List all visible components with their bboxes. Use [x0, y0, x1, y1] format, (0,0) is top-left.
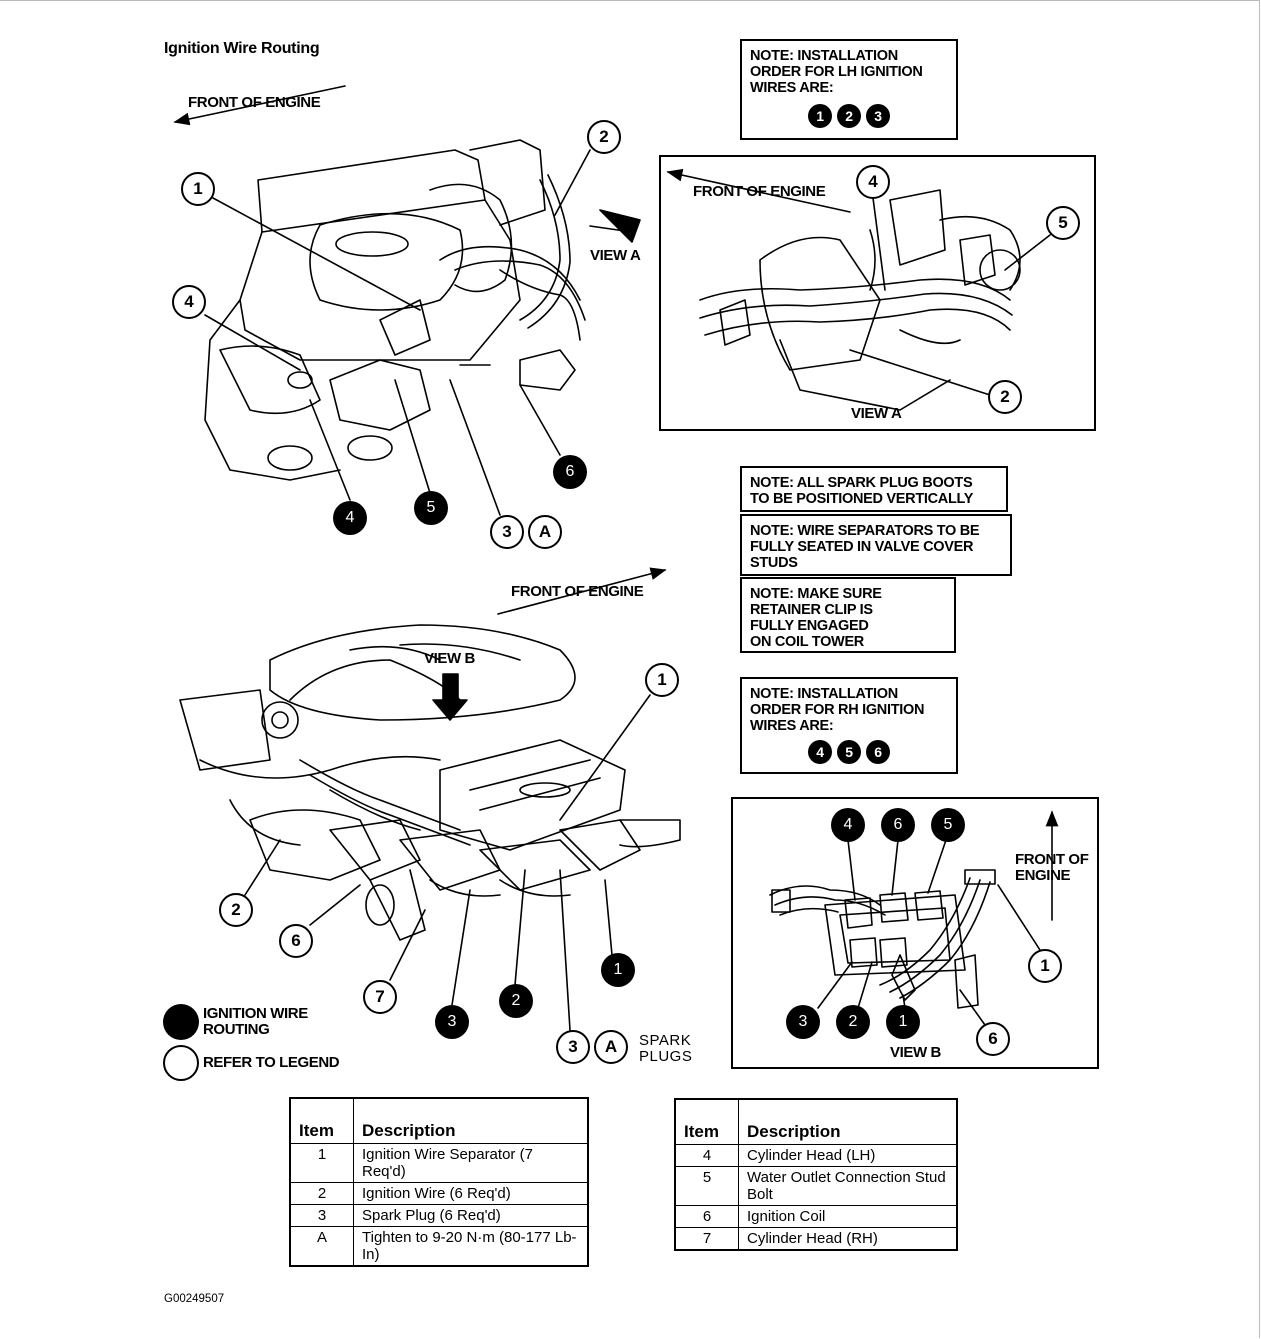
- figure-code: G00249507: [164, 1293, 225, 1305]
- spark-plugs-label: SPARK PLUGS: [639, 1032, 693, 1065]
- callout-6-filled: 6: [553, 455, 587, 489]
- item-cell: 3: [289, 1204, 354, 1227]
- callout-1-filled: 1: [886, 1005, 920, 1039]
- order-number: 1: [808, 104, 832, 128]
- legend-outline: REFER TO LEGEND: [163, 1045, 340, 1081]
- view-a-label: VIEW A: [590, 247, 641, 264]
- description-cell: Ignition Wire Separator (7 Req'd): [353, 1143, 589, 1183]
- item-cell: 7: [674, 1227, 739, 1251]
- front-of-engine-label: FRONT OF ENGINE: [511, 583, 644, 600]
- view-b-caption: VIEW B: [890, 1044, 941, 1061]
- note-wire-separators: NOTE: WIRE SEPARATORS TO BE FULLY SEATED…: [740, 514, 1012, 576]
- note-lh-install-order: NOTE: INSTALLATION ORDER FOR LH IGNITION…: [740, 39, 958, 140]
- order-number: 3: [866, 104, 890, 128]
- description-cell: Tighten to 9-20 N·m (80-177 Lb-In): [353, 1226, 589, 1267]
- callout-5-filled: 5: [414, 491, 448, 525]
- order-number: 6: [866, 740, 890, 764]
- callout-2: 2: [988, 380, 1022, 414]
- note-text: NOTE: INSTALLATION ORDER FOR RH IGNITION…: [750, 686, 925, 734]
- column-header: Item: [289, 1097, 354, 1144]
- note-text: NOTE: INSTALLATION ORDER FOR LH IGNITION…: [750, 48, 923, 96]
- order-number: 4: [808, 740, 832, 764]
- view-b-label: VIEW B: [424, 650, 475, 667]
- front-of-engine-label: FRONT OF ENGINE: [693, 183, 826, 200]
- legend-filled-label: IGNITION WIRE ROUTING: [203, 1005, 308, 1038]
- legend-outline-label: REFER TO LEGEND: [203, 1054, 340, 1071]
- callout-1: 1: [645, 663, 679, 697]
- page-title: Ignition Wire Routing: [164, 40, 320, 57]
- callout-4: 4: [856, 165, 890, 199]
- rh-order-numbers: 4 5 6: [750, 740, 948, 764]
- callout-3-filled: 3: [786, 1005, 820, 1039]
- item-cell: 4: [674, 1144, 739, 1167]
- description-cell: Cylinder Head (RH): [738, 1227, 958, 1251]
- description-cell: Water Outlet Connection Stud Bolt: [738, 1166, 958, 1206]
- callout-6-filled: 6: [881, 808, 915, 842]
- view-b-box: FRONT OF ENGINE VIEW B: [731, 797, 1099, 1069]
- item-cell: 1: [289, 1143, 354, 1183]
- callout-2-filled: 2: [499, 984, 533, 1018]
- legend-filled: IGNITION WIRE ROUTING: [163, 1004, 308, 1040]
- callout-6: 6: [279, 924, 313, 958]
- front-of-engine-label: FRONT OF ENGINE: [1015, 851, 1089, 884]
- note-rh-install-order: NOTE: INSTALLATION ORDER FOR RH IGNITION…: [740, 677, 958, 774]
- note-text: NOTE: ALL SPARK PLUG BOOTS TO BE POSITIO…: [750, 475, 974, 507]
- callout-1: 1: [181, 172, 215, 206]
- note-text: NOTE: WIRE SEPARATORS TO BE FULLY SEATED…: [750, 523, 980, 571]
- description-cell: Ignition Coil: [738, 1205, 958, 1228]
- note-text: NOTE: MAKE SURE RETAINER CLIP IS FULLY E…: [750, 586, 882, 650]
- callout-4-filled: 4: [333, 501, 367, 535]
- callout-4: 4: [172, 285, 206, 319]
- outline-circle-icon: [163, 1045, 199, 1081]
- item-cell: 5: [674, 1166, 739, 1206]
- column-header: Item: [674, 1098, 739, 1145]
- order-number: 2: [837, 104, 861, 128]
- note-retainer-clip: NOTE: MAKE SURE RETAINER CLIP IS FULLY E…: [740, 577, 956, 653]
- callout-3-filled: 3: [435, 1005, 469, 1039]
- callout-7: 7: [363, 980, 397, 1014]
- callout-3: 3: [490, 515, 524, 549]
- note-spark-plug-boots: NOTE: ALL SPARK PLUG BOOTS TO BE POSITIO…: [740, 466, 1008, 512]
- callout-4-filled: 4: [831, 808, 865, 842]
- item-cell: 2: [289, 1182, 354, 1205]
- callout-2: 2: [587, 120, 621, 154]
- order-number: 5: [837, 740, 861, 764]
- callout-5-filled: 5: [931, 808, 965, 842]
- callout-a: A: [528, 515, 562, 549]
- callout-2-filled: 2: [836, 1005, 870, 1039]
- column-header: Description: [738, 1098, 958, 1145]
- callout-6: 6: [976, 1022, 1010, 1056]
- description-cell: Cylinder Head (LH): [738, 1144, 958, 1167]
- lh-order-numbers: 1 2 3: [750, 104, 948, 128]
- view-a-caption: VIEW A: [851, 405, 902, 422]
- column-header: Description: [353, 1097, 589, 1144]
- view-a-box: FRONT OF ENGINE VIEW A: [659, 155, 1096, 431]
- description-cell: Spark Plug (6 Req'd): [353, 1204, 589, 1227]
- filled-circle-icon: [163, 1004, 199, 1040]
- front-of-engine-label: FRONT OF ENGINE: [188, 94, 321, 111]
- callout-5: 5: [1046, 206, 1080, 240]
- item-cell: 6: [674, 1205, 739, 1228]
- callout-3: 3: [556, 1030, 590, 1064]
- callout-2: 2: [219, 893, 253, 927]
- item-cell: A: [289, 1226, 354, 1267]
- callout-a: A: [594, 1030, 628, 1064]
- description-cell: Ignition Wire (6 Req'd): [353, 1182, 589, 1205]
- callout-1-filled: 1: [601, 953, 635, 987]
- callout-1: 1: [1028, 949, 1062, 983]
